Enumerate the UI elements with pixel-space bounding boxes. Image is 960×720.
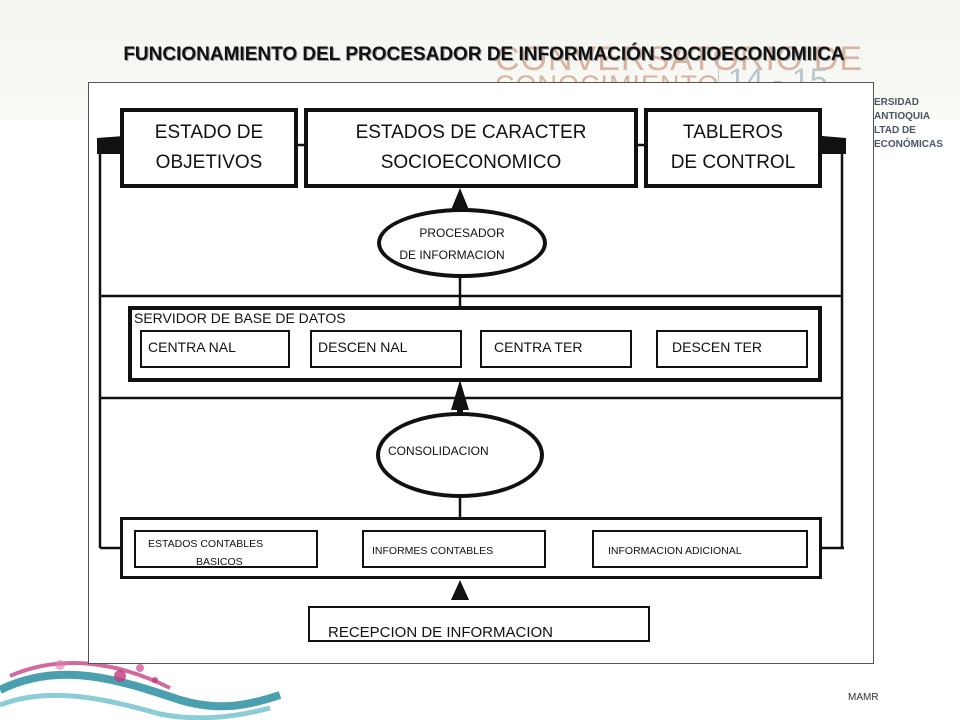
procesador-line1: PROCESADOR xyxy=(419,226,505,240)
recepcion-label: RECEPCION DE INFORMACION xyxy=(328,624,554,641)
box-centra-ter: CENTRA TER xyxy=(480,330,632,368)
arrow-up-processor xyxy=(451,188,469,210)
consolidacion-label: CONSOLIDACION xyxy=(388,444,489,458)
box-estados-contables-basicos: ESTADOS CONTABLES BASICOS xyxy=(134,530,318,568)
arrow-up-server xyxy=(451,380,469,410)
watermark-line1: CONVERSATORIO DE xyxy=(495,40,864,78)
label-servidor: SERVIDOR DE BASE DE DATOS xyxy=(134,310,346,326)
university-line3: LTAD DE xyxy=(874,125,916,136)
university-line2: ANTIOQUIA xyxy=(874,111,931,122)
box-descen-nal: DESCEN NAL xyxy=(310,330,462,368)
university-line4: ECONÓMICAS xyxy=(874,139,943,150)
estados-contables-line2: BASICOS xyxy=(196,556,243,568)
box-recepcion-informacion: RECEPCION DE INFORMACION xyxy=(308,606,650,642)
estados-contables-line1: ESTADOS CONTABLES xyxy=(148,538,264,550)
informes-contables-label: INFORMES CONTABLES xyxy=(372,545,494,557)
page-title: FUNCIONAMIENTO DEL PROCESADOR DE INFORMA… xyxy=(123,44,845,65)
box-descen-ter: DESCEN TER xyxy=(656,330,808,368)
ellipse-procesador: PROCESADOR DE INFORMACION xyxy=(377,208,547,278)
box-informacion-adicional: INFORMACION ADICIONAL xyxy=(592,530,808,568)
university-logo-text: ERSIDAD ANTIOQUIA LTAD DE ECONÓMICAS xyxy=(874,96,960,152)
box-informes-contables: INFORMES CONTABLES xyxy=(362,530,546,568)
arrow-right-head xyxy=(822,136,846,154)
box-tableros-control: TABLEROS DE CONTROL xyxy=(644,108,822,188)
box-estado-objetivos: ESTADO DE OBJETIVOS xyxy=(120,108,298,188)
box-centra-nal: CENTRA NAL xyxy=(140,330,290,368)
box-estados-caracter: ESTADOS DE CARACTER SOCIOECONOMICO xyxy=(304,108,638,188)
ellipse-consolidacion: CONSOLIDACION xyxy=(376,412,544,498)
arrow-left-head xyxy=(97,136,124,154)
author-initials: MAMR xyxy=(848,692,879,703)
university-line1: ERSIDAD xyxy=(874,97,920,108)
arrow-up-reception xyxy=(451,580,469,600)
procesador-line2: DE INFORMACION xyxy=(399,248,505,262)
informacion-adicional-label: INFORMACION ADICIONAL xyxy=(608,545,742,557)
